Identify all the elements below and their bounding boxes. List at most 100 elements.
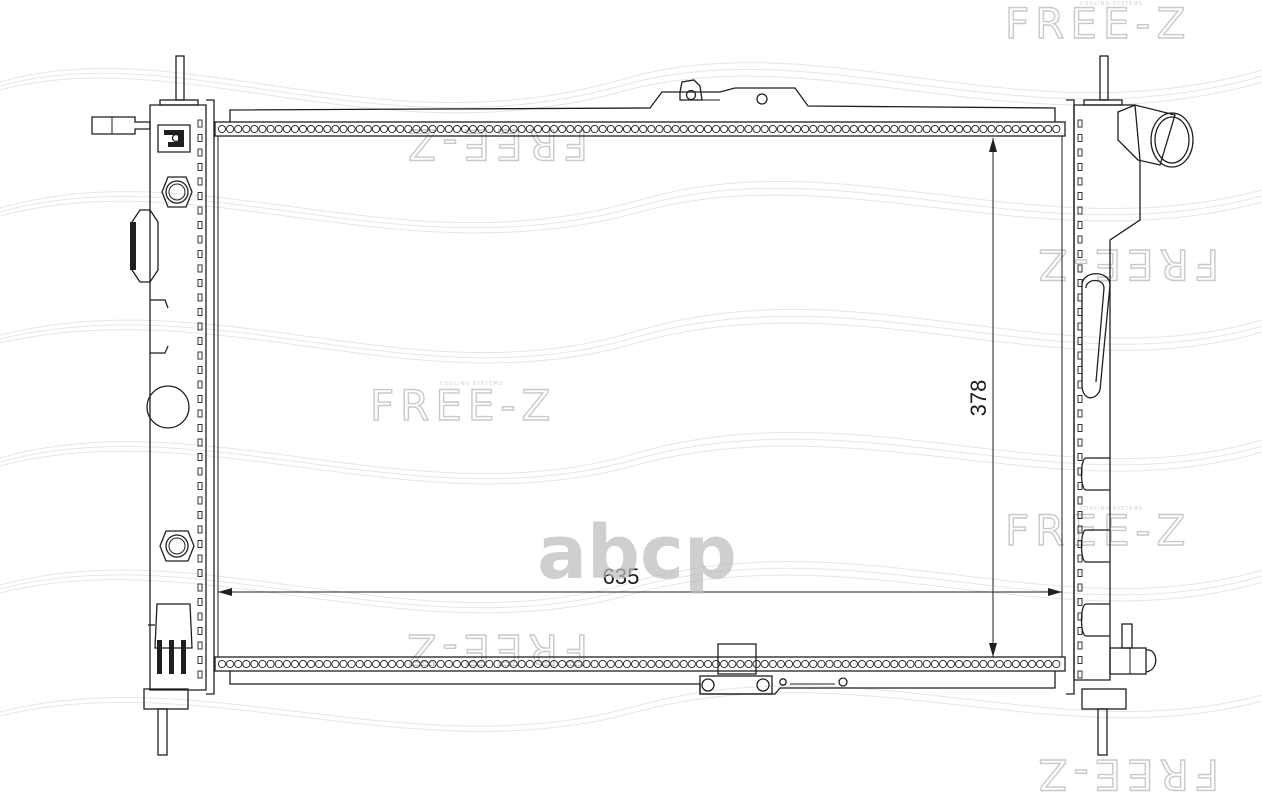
- tube-end: [234, 659, 243, 669]
- tube-end: [485, 659, 494, 669]
- tube-end: [404, 124, 413, 134]
- tube-end: [242, 124, 251, 134]
- tube-end: [436, 124, 445, 134]
- tank-rib: [1077, 148, 1083, 157]
- tube-end: [857, 659, 866, 669]
- tube-end: [671, 659, 680, 669]
- tank-rib: [1077, 467, 1083, 476]
- tube-end: [955, 659, 964, 669]
- tube-end: [566, 659, 575, 669]
- tube-end: [558, 659, 567, 669]
- height-dimension-label: 378: [966, 380, 991, 417]
- tube-end: [315, 124, 324, 134]
- tube-end: [776, 124, 785, 134]
- tube-end: [525, 124, 534, 134]
- tube-end: [509, 659, 518, 669]
- tube-end: [574, 124, 583, 134]
- tank-rib: [1077, 540, 1083, 548]
- tube-end: [517, 659, 526, 669]
- tube-end: [971, 124, 980, 134]
- tube-end: [509, 124, 518, 134]
- tube-end: [979, 124, 988, 134]
- tank-rib: [197, 438, 203, 447]
- tank-rib: [1077, 221, 1083, 229]
- tube-end: [396, 659, 405, 669]
- tube-end: [987, 659, 996, 669]
- tube-end: [752, 124, 761, 134]
- tube-end: [493, 659, 502, 669]
- tank-rib: [1077, 337, 1083, 345]
- tube-end: [363, 124, 372, 134]
- tube-end: [938, 124, 947, 134]
- tube-end: [655, 124, 664, 134]
- tube-end: [339, 124, 348, 134]
- tank-rib: [1077, 380, 1083, 389]
- tube-end: [865, 659, 875, 669]
- top-tube-row: [217, 124, 1061, 134]
- tube-end: [898, 124, 907, 134]
- tube-end: [890, 659, 899, 669]
- tube-end: [841, 659, 850, 669]
- tube-end: [485, 124, 494, 134]
- tank-rib: [1077, 264, 1083, 273]
- tube-end: [695, 124, 704, 134]
- tank-rib: [197, 627, 203, 635]
- tube-end: [728, 124, 737, 134]
- tank-rib: [197, 337, 203, 345]
- tube-end: [639, 124, 648, 134]
- tube-end: [801, 124, 810, 134]
- tube-end: [1036, 124, 1045, 134]
- tube-end: [396, 124, 405, 134]
- tube-end: [793, 124, 802, 134]
- tube-end: [590, 124, 599, 134]
- tank-rib: [197, 351, 203, 360]
- tube-end: [217, 124, 227, 134]
- tube-end: [412, 124, 421, 134]
- tube-end: [323, 659, 332, 669]
- tube-end: [817, 124, 826, 134]
- tank-rib: [1077, 395, 1083, 403]
- tank-rib: [1077, 235, 1083, 244]
- tank-rib: [197, 380, 203, 389]
- tube-end: [412, 659, 421, 669]
- tank-rib: [197, 134, 203, 142]
- tube-end: [598, 124, 607, 134]
- tube-end: [760, 659, 769, 669]
- tube-end: [930, 124, 939, 134]
- tube-end: [307, 124, 316, 134]
- tube-end: [930, 659, 939, 669]
- tube-end: [331, 124, 340, 134]
- watermark-waves: [0, 62, 1262, 732]
- tube-end: [857, 124, 866, 134]
- tube-end: [898, 659, 907, 669]
- tube-end: [428, 659, 437, 669]
- tube-end: [938, 659, 947, 669]
- tank-rib: [1077, 656, 1083, 664]
- tube-end: [550, 124, 559, 134]
- tube-end: [946, 124, 956, 134]
- tube-end: [566, 124, 575, 134]
- tank-rib: [197, 409, 203, 418]
- tube-end: [379, 659, 389, 669]
- tank-rib: [1077, 641, 1083, 650]
- tube-end: [963, 659, 972, 669]
- tube-end: [614, 659, 623, 669]
- tube-end: [841, 124, 850, 134]
- tube-end: [355, 659, 364, 669]
- tube-end: [477, 659, 486, 669]
- tank-rib: [197, 612, 203, 621]
- tube-end: [258, 124, 267, 134]
- tube-end: [404, 659, 413, 669]
- tube-end: [1036, 659, 1045, 669]
- tank-rib: [197, 308, 203, 316]
- tube-end: [882, 659, 891, 669]
- tank-rib: [197, 569, 203, 577]
- tank-rib: [197, 641, 203, 650]
- tube-end: [833, 659, 842, 669]
- tube-end: [647, 659, 656, 669]
- tank-rib: [197, 598, 203, 606]
- left-tank: [91, 55, 215, 756]
- tube-end: [460, 659, 470, 669]
- tank-rib: [197, 395, 203, 403]
- tube-end: [1027, 124, 1037, 134]
